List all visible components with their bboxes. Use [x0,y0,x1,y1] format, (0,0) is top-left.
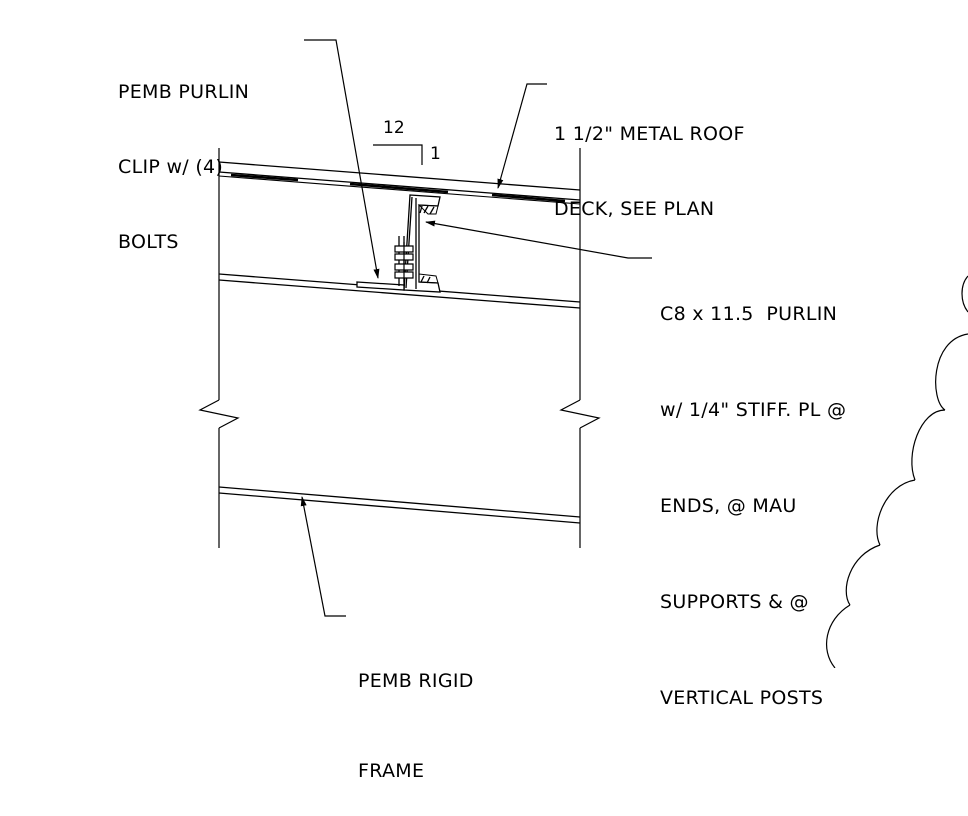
purlin-label-line-5: VERTICAL POSTS [660,687,824,709]
roof-deck-label-line-2: DECK, SEE PLAN [554,198,715,220]
roof-deck [219,162,580,204]
purlin-clip-label-line-1: PEMB PURLIN [118,81,250,103]
leader-roof-deck [498,84,547,189]
slope-rise-label: 1 [430,144,441,164]
leader-rigid-frame [300,496,346,616]
purlin-clip-label-line-3: BOLTS [118,231,179,253]
bolt-group [395,242,413,282]
rigid-frame-label-line-2: FRAME [358,760,425,782]
revision-cloud [827,276,968,668]
rigid-frame-bottom-flange [219,487,580,523]
leader-purlin [425,220,652,258]
roof-framing-detail [0,0,968,668]
purlin-label-line-4: SUPPORTS & @ [660,591,809,613]
purlin-clip [357,236,404,290]
purlin-label-line-2: w/ 1/4" STIFF. PL @ [660,399,847,421]
roof-deck-label-line-1: 1 1/2" METAL ROOF [554,123,745,145]
roof-deck-label: 1 1/2" METAL ROOF DECK, SEE PLAN [554,72,745,247]
slope-indicator [373,145,422,165]
rigid-frame-label: PEMB RIGID FRAME [358,606,474,816]
slope-run-label: 12 [383,118,405,138]
rigid-frame-label-line-1: PEMB RIGID [358,670,474,692]
purlin-clip-label-line-2: CLIP w/ (4) [118,156,224,178]
purlin-label-line-1: C8 x 11.5 PURLIN [660,303,838,325]
purlin-label: C8 x 11.5 PURLIN w/ 1/4" STIFF. PL @ END… [660,234,846,746]
purlin-clip-label: PEMB PURLIN CLIP w/ (4) BOLTS [118,30,249,280]
purlin-label-line-3: ENDS, @ MAU [660,495,797,517]
leader-purlin-clip [304,40,380,279]
